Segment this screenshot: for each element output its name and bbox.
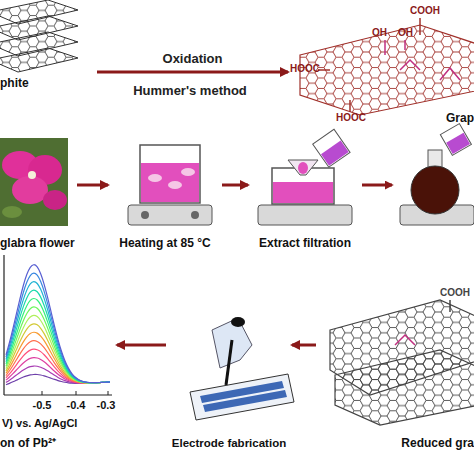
process-arrow <box>362 184 392 187</box>
filtration-setup <box>313 129 350 167</box>
reduced-graphene-sheets <box>335 350 474 425</box>
filtration-setup <box>288 160 318 175</box>
axis-label: -0.3 <box>97 400 116 411</box>
process-arrow <box>97 71 288 74</box>
graphene-oxide-sheet <box>400 60 420 70</box>
hot-plate-beaker <box>141 211 149 219</box>
step-caption: Reduced gra <box>318 436 474 450</box>
graphite-layers <box>0 0 78 72</box>
hot-plate-beaker <box>181 168 195 176</box>
graphite-layers <box>0 48 78 72</box>
chemical-group: COOH <box>410 6 440 16</box>
graphene-oxide-sheet <box>384 40 386 55</box>
process-step: Heating at 85 °C <box>110 138 220 250</box>
axis-label: -0.5 <box>33 400 52 411</box>
screen-printed-electrode <box>226 340 232 385</box>
process-arrow <box>117 344 166 347</box>
screen-printed-electrode <box>190 317 294 420</box>
graphene-oxide-sheet <box>404 40 406 50</box>
chemical-group: HOOC <box>290 64 320 74</box>
flower-photo <box>12 176 48 204</box>
flower-photo <box>2 206 22 218</box>
graphene-oxide-sheet <box>440 68 460 80</box>
round-bottom-flask <box>446 133 470 154</box>
step-caption: phite <box>0 76 95 90</box>
chemical-group: COOH <box>440 288 470 298</box>
process-step: glabra flower <box>0 138 75 250</box>
reduced-graphene-sheets <box>449 300 451 312</box>
voltammogram-plot <box>108 391 109 395</box>
screen-printed-electrode <box>190 374 294 420</box>
filtration-setup <box>258 129 352 225</box>
screen-printed-electrode <box>203 390 287 412</box>
process-step: Electrode fabrication <box>168 290 290 450</box>
chemical-group: OH <box>398 28 413 38</box>
step-caption: Electrode fabrication <box>168 436 290 450</box>
graphene-oxide-sheet <box>419 18 421 35</box>
round-bottom-flask <box>440 124 471 156</box>
method-label: Hummer's method <box>133 84 247 97</box>
hot-plate-beaker <box>128 205 212 225</box>
filtration-setup <box>298 162 308 174</box>
hot-plate-beaker <box>191 211 199 219</box>
screen-printed-electrode <box>231 317 245 327</box>
process-arrow <box>292 344 316 347</box>
voltammogram-plot <box>3 255 4 395</box>
graphene-oxide-sheet <box>349 100 351 112</box>
graphene-oxide-sheet <box>300 18 474 115</box>
voltammogram-plot <box>4 394 112 395</box>
flower-photo <box>43 190 67 210</box>
process-step: Reduced gra <box>318 285 474 450</box>
reduced-graphene-sheets <box>395 335 415 345</box>
hot-plate-beaker <box>140 145 200 203</box>
filtration-setup <box>273 182 333 203</box>
hot-plate-beaker <box>148 174 162 182</box>
filtration-setup <box>313 129 350 167</box>
current-curve <box>6 265 110 383</box>
current-curve <box>6 273 110 383</box>
voltammogram-plot <box>42 391 43 395</box>
flower-photo <box>0 138 68 226</box>
step-caption: Heating at 85 °C <box>110 236 220 250</box>
graphene-oxide-sheet <box>300 25 474 115</box>
round-bottom-flask <box>411 166 459 214</box>
process-step: Extract filtration <box>250 138 360 250</box>
hot-plate-beaker <box>141 163 199 202</box>
filtration-setup <box>258 205 352 225</box>
round-bottom-flask <box>440 124 471 156</box>
step-caption: Extract filtration <box>250 236 360 250</box>
chemical-group: OH <box>372 28 387 38</box>
process-step: phite <box>0 0 95 90</box>
chemical-group: HOOC <box>336 113 366 123</box>
flower-photo <box>0 138 68 226</box>
hot-plate-beaker <box>168 181 182 189</box>
voltammogram-plot <box>76 391 77 395</box>
process-arrow <box>77 184 108 187</box>
step-caption: glabra flower <box>0 236 75 250</box>
voltammogram-plot <box>4 255 112 395</box>
hot-plate-beaker <box>128 145 212 225</box>
filtration-setup <box>321 141 349 166</box>
step-caption: on of Pb²⁺ <box>0 436 115 450</box>
flower-photo <box>28 171 36 179</box>
round-bottom-flask <box>400 124 474 225</box>
reduced-graphene-sheets <box>330 300 474 425</box>
arrow-label: Oxidation <box>163 52 223 65</box>
axis-label: V) vs. Ag/AgCl <box>2 418 77 429</box>
process-arrow <box>222 184 248 187</box>
axis-label: -0.4 <box>67 400 86 411</box>
step-caption: Grap <box>290 111 474 125</box>
